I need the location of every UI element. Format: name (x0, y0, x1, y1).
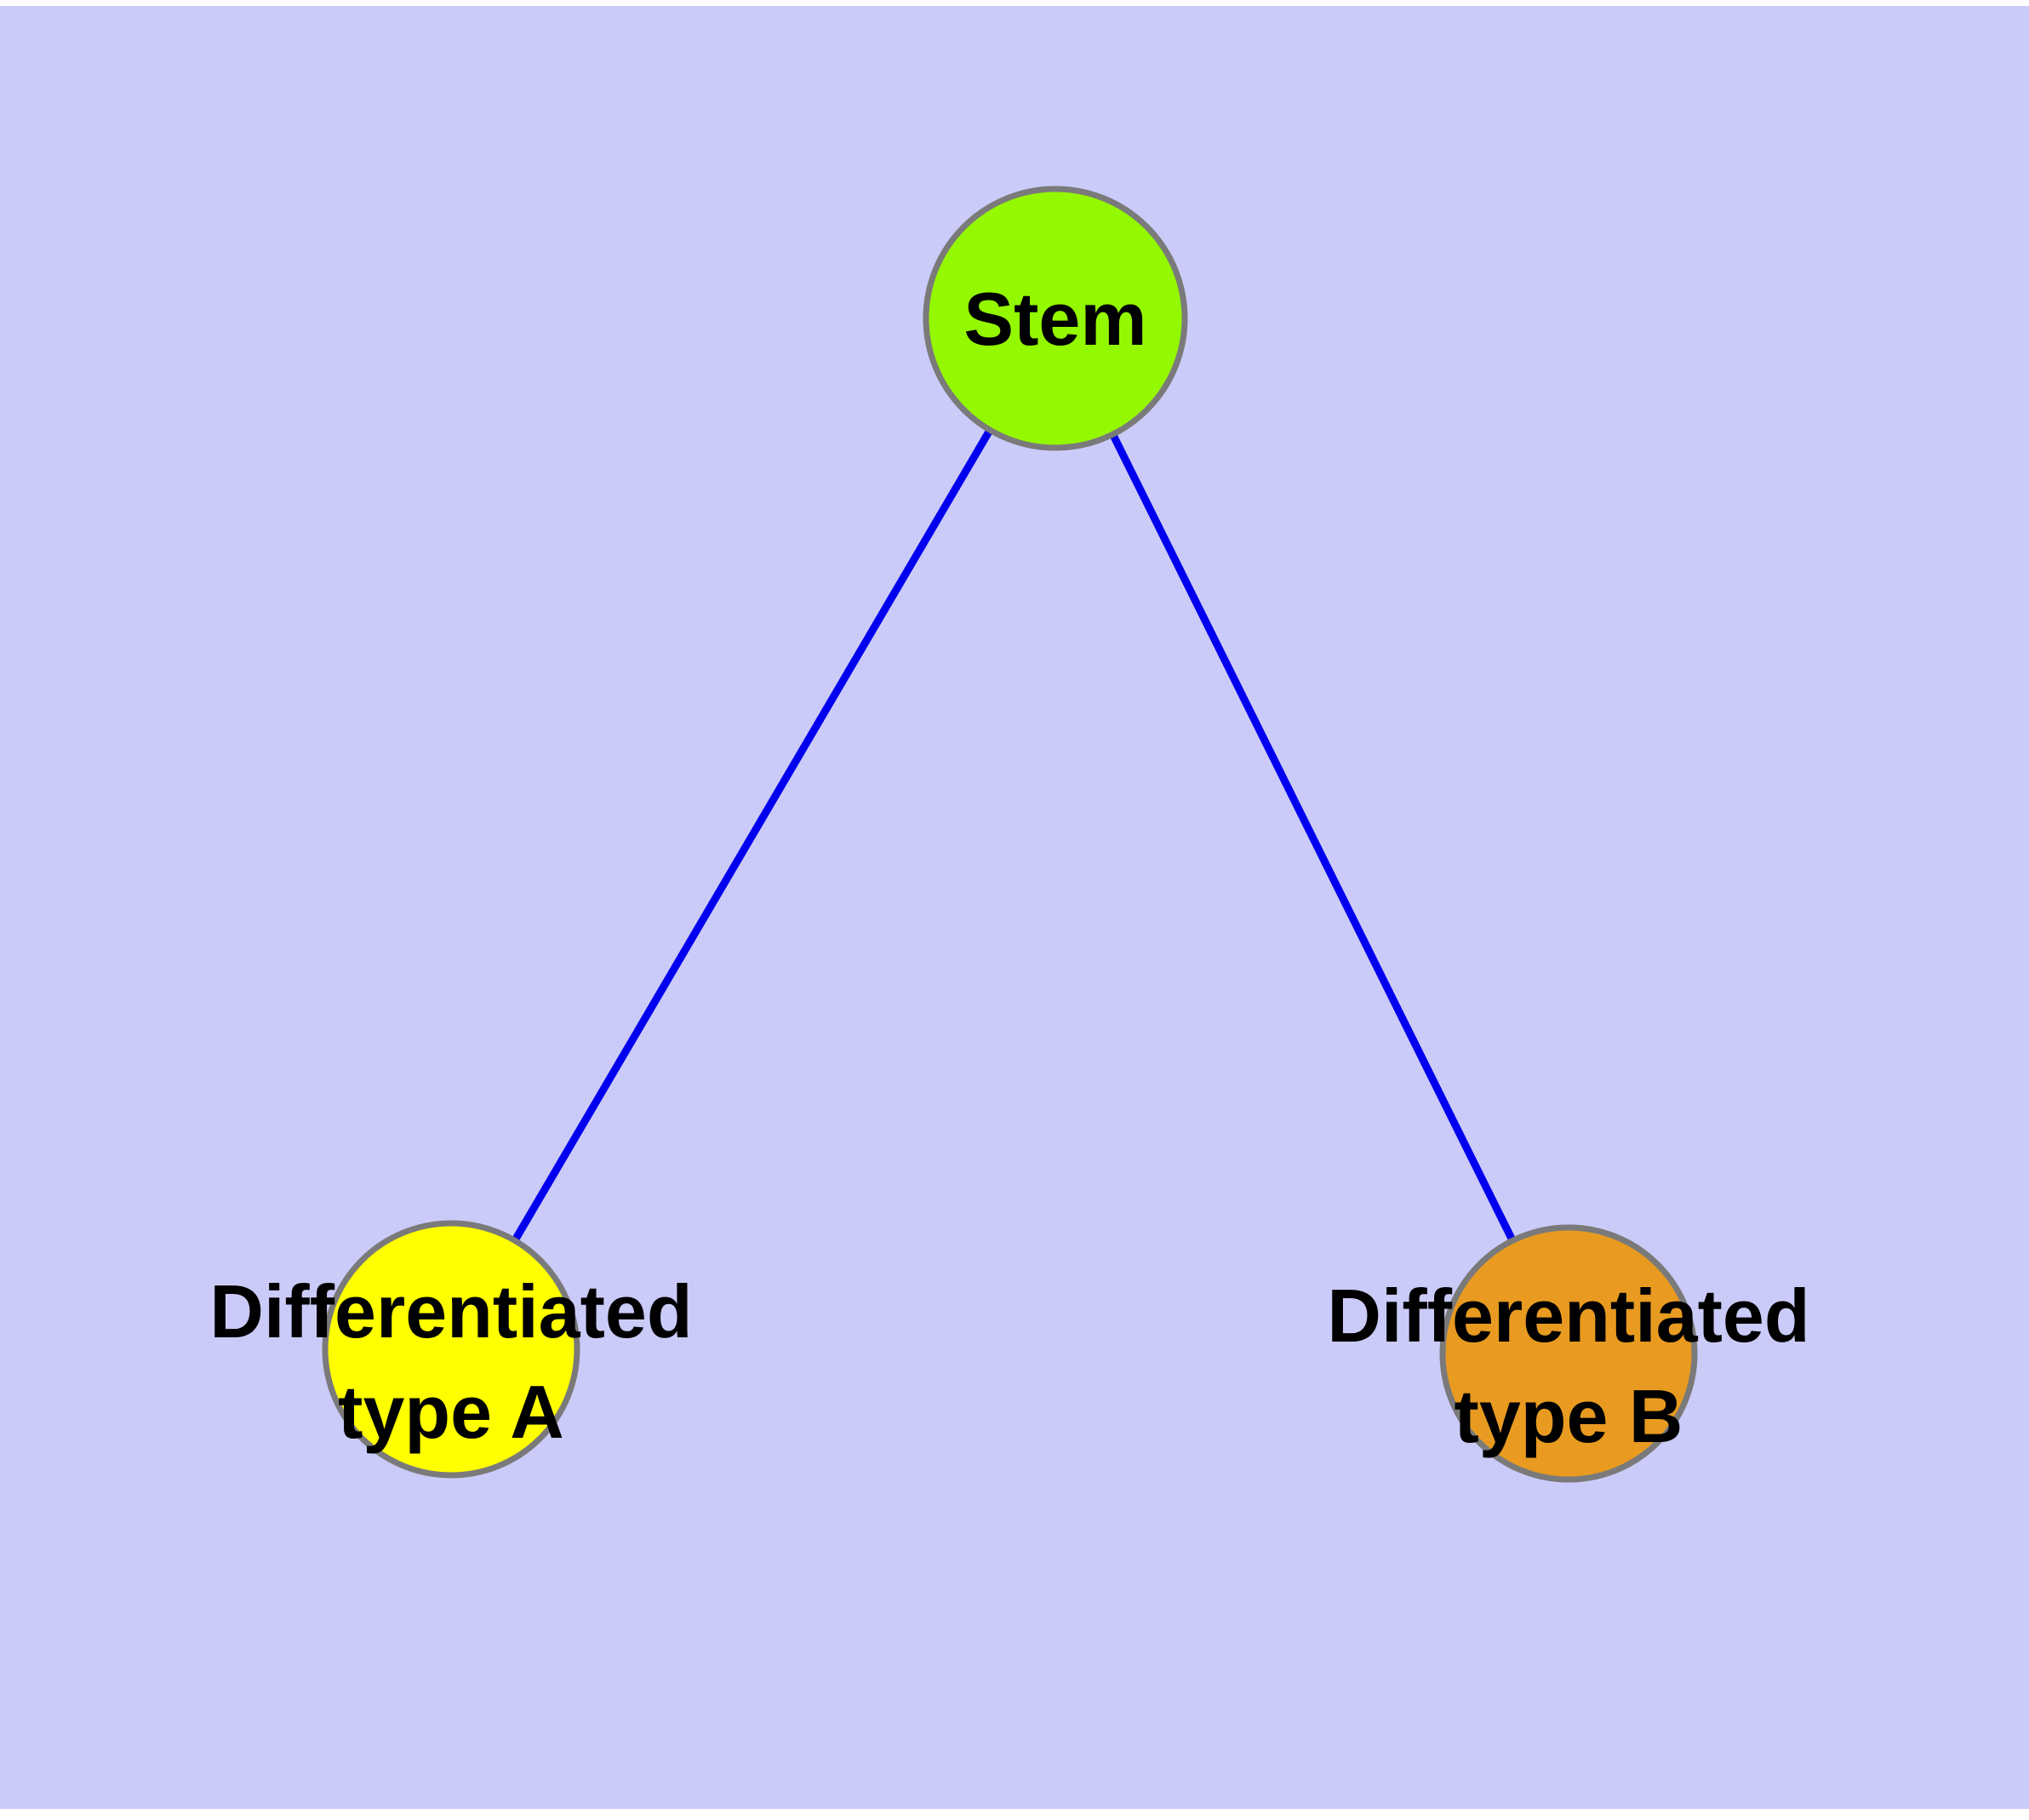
node-label-type-a: Differentiated type A (209, 1269, 692, 1454)
node-label-line: type B (1455, 1374, 1683, 1458)
edge-layer (448, 316, 1573, 1355)
node-label-line: Differentiated (209, 1269, 692, 1354)
node-label-stem: Stem (963, 277, 1146, 361)
node-type-b (1439, 1224, 1698, 1483)
node-label-line: Stem (963, 277, 1146, 361)
edge-stem-type-b (1051, 317, 1573, 1355)
node-label-line: type A (338, 1370, 564, 1454)
node-type-a (322, 1220, 580, 1479)
node-stem (923, 186, 1188, 451)
node-label-type-b: Differentiated type B (1327, 1273, 1809, 1458)
node-label-line: Differentiated (1327, 1273, 1809, 1358)
edge-stem-type-a (448, 316, 1059, 1352)
